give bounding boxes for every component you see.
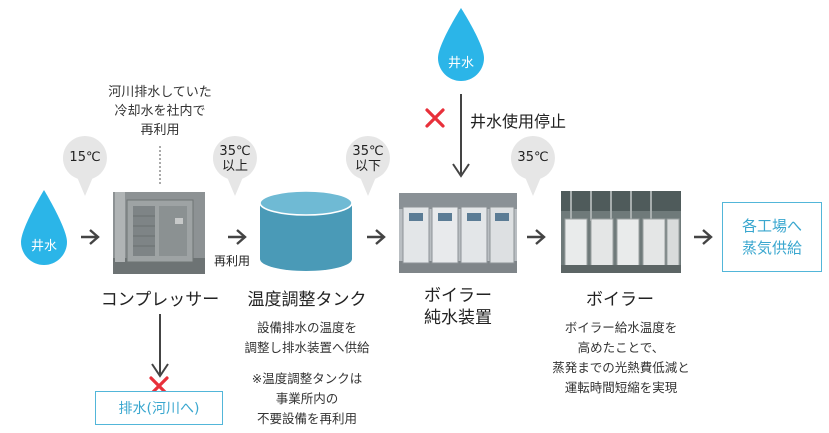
- temp-label-3: 35℃ 以下: [343, 144, 393, 174]
- water-drop-icon-left: [21, 190, 67, 265]
- purifier-caption-line-1: ボイラー: [424, 286, 492, 306]
- dotted-connector: [159, 146, 161, 186]
- tank-note-line-1: ※温度調整タンクは: [251, 371, 363, 386]
- temp-2-line-2: 以上: [221, 159, 248, 174]
- arrow-right-icon-2: [228, 229, 247, 245]
- temp-label-1: 15℃: [60, 150, 110, 165]
- tank-desc-line-2: 調整し排水装置へ供給: [244, 340, 370, 355]
- temp-bubble-2: [212, 136, 257, 196]
- temp-label-2: 35℃ 以上: [210, 144, 260, 174]
- temp-bubble-4: [510, 136, 555, 196]
- tank-caption: 温度調整タンク: [247, 290, 367, 310]
- temp-3-line-2: 以下: [354, 159, 381, 174]
- purifier-caption: ボイラー 純水装置: [390, 285, 526, 329]
- boiler-desc-line-3: 蒸発までの光熱費低減と: [552, 360, 690, 375]
- compressor-caption: コンプレッサー: [100, 290, 220, 310]
- water-drop-icon-top: [438, 8, 484, 81]
- drain-label: 排水(河川へ): [118, 401, 200, 417]
- tank-description: 設備排水の温度を 調整し排水装置へ供給: [222, 318, 392, 358]
- temp-bubble-3: [345, 136, 390, 196]
- drain-box: 排水(河川へ): [95, 391, 223, 425]
- destination-line-2: 蒸気供給: [741, 239, 802, 257]
- arrow-down-icon-top: [452, 94, 470, 178]
- tank-icon: [259, 190, 353, 271]
- arrow-right-icon-4: [527, 229, 546, 245]
- arrow-down-icon-drain: [151, 314, 169, 378]
- top-water-label: 井水: [447, 56, 474, 71]
- temp-bubble-1: [62, 136, 107, 196]
- boiler-desc-line-4: 運転時間短縮を実現: [564, 380, 678, 395]
- arrow-right-icon-1: [81, 229, 100, 245]
- temp-4-line-1: 35℃: [517, 150, 549, 165]
- boiler-caption: ボイラー: [586, 290, 654, 310]
- left-water-label: 井水: [30, 239, 57, 254]
- arrow-right-icon-3: [367, 229, 386, 245]
- river-note-line-2: 冷却水を社内で: [114, 104, 206, 119]
- purifier-photo: [399, 193, 517, 273]
- tank-note-line-3: 不要設備を再利用: [256, 411, 357, 426]
- purifier-caption-line-2: 純水装置: [424, 308, 492, 328]
- destination-box: 各工場へ 蒸気供給: [722, 202, 822, 272]
- river-reuse-note: 河川排水していた 冷却水を社内で 再利用: [86, 83, 234, 140]
- compressor-photo: [113, 192, 205, 274]
- river-note-line-1: 河川排水していた: [108, 85, 212, 100]
- temp-2-line-1: 35℃: [219, 144, 251, 159]
- boiler-photo: [561, 191, 681, 273]
- tank-note-line-2: 事業所内の: [275, 391, 339, 406]
- boiler-desc-line-1: ボイラー給水温度を: [564, 320, 678, 335]
- temp-1-line-1: 15℃: [69, 150, 101, 165]
- temp-3-line-1: 35℃: [352, 144, 384, 159]
- temp-label-4: 35℃: [508, 150, 558, 165]
- well-water-stop-label: 井水使用停止: [470, 112, 567, 131]
- boiler-description: ボイラー給水温度を 高めたことで、 蒸発までの光熱費低減と 運転時間短縮を実現: [528, 318, 714, 398]
- destination-line-1: 各工場へ: [741, 217, 802, 235]
- reuse-label: 再利用: [214, 254, 251, 268]
- tank-note: ※温度調整タンクは 事業所内の 不要設備を再利用: [222, 369, 392, 429]
- boiler-desc-line-2: 高めたことで、: [577, 340, 665, 355]
- arrow-right-icon-5: [694, 229, 713, 245]
- tank-desc-line-1: 設備排水の温度を: [256, 320, 357, 335]
- cross-icon-top: [425, 108, 445, 128]
- river-note-line-3: 再利用: [140, 123, 180, 138]
